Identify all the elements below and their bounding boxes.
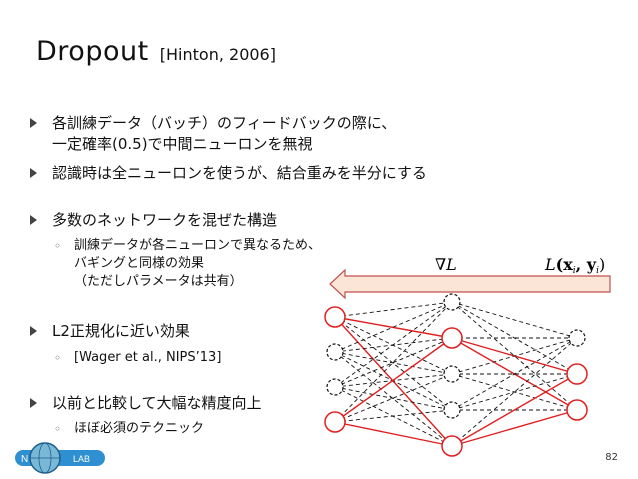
logo-lab-text: LAB — [73, 454, 90, 464]
connection-edge — [334, 421, 453, 447]
connection-edge — [334, 337, 453, 423]
bullet-line: L2正規化に近い効果 — [52, 322, 190, 340]
bullet-line: 各訓練データ（バッチ）のフィードバックの際に、 — [52, 114, 397, 132]
connection-edge — [334, 386, 453, 411]
connection-edge — [334, 337, 453, 388]
active-neuron — [566, 363, 588, 385]
sub-bullet-circle-icon: ◦ — [54, 422, 62, 436]
connection-edge — [334, 351, 453, 375]
connection-edge — [451, 301, 578, 375]
active-neuron — [441, 327, 463, 349]
connection-edge — [334, 301, 453, 318]
loss-label: L(xi, yi) — [544, 255, 605, 276]
dropped-neuron — [443, 401, 461, 419]
sub-bullet-circle-icon: ◦ — [54, 351, 62, 365]
dropped-neuron — [568, 329, 586, 347]
sub-bullet-line: （ただしパラメータは共有） — [74, 274, 243, 289]
sub-bullet-line: [Wager et al., NIPS’13] — [74, 350, 222, 365]
logo-letter-n: N — [21, 454, 28, 465]
connection-edge — [451, 337, 578, 411]
nlab-logo: N LAB — [15, 442, 105, 474]
connection-edge — [334, 386, 453, 447]
title-reference: [Hinton, 2006] — [159, 45, 276, 64]
bullet-arrow-icon — [30, 398, 37, 408]
connection-edge — [451, 373, 578, 447]
bullet-line: 一定確率(0.5)で中間ニューロンを無視 — [52, 135, 313, 153]
connection-edge — [334, 351, 453, 447]
dropped-neuron — [443, 293, 461, 311]
connection-edge — [451, 337, 578, 375]
connection-edge — [334, 301, 453, 353]
bullet-arrow-icon — [30, 118, 37, 128]
connection-edge — [334, 409, 453, 423]
bullet-line: 多数のネットワークを混ぜた構造 — [52, 211, 278, 229]
dropped-neuron — [326, 343, 344, 361]
connection-edge — [451, 409, 578, 447]
sub-bullet-circle-icon: ◦ — [54, 239, 62, 253]
dropped-neuron — [326, 378, 344, 396]
connection-edge — [334, 316, 453, 411]
title-main: Dropout — [36, 36, 149, 67]
active-neuron — [566, 399, 588, 421]
connection-edge — [334, 316, 453, 339]
connection-edge — [334, 351, 453, 411]
connection-edge — [451, 373, 578, 411]
bullet-arrow-icon — [30, 326, 37, 336]
sub-bullet-line: ほぼ必須のテクニック — [74, 421, 205, 436]
dropped-neuron — [443, 365, 461, 383]
bullet-arrow-icon — [30, 168, 37, 178]
connection-edge — [334, 301, 453, 388]
connection-edge — [451, 301, 578, 339]
slide-title: Dropout [Hinton, 2006] — [36, 36, 276, 67]
active-neuron — [441, 435, 463, 457]
active-neuron — [324, 306, 346, 328]
backprop-arrow — [329, 268, 611, 300]
active-neuron — [324, 411, 346, 433]
gradient-label: ∇L — [435, 255, 457, 274]
dropout-network-diagram: ∇L L(xi, yi) — [324, 255, 611, 457]
bullet-line: 以前と比較して大幅な精度向上 — [52, 394, 262, 412]
connection-edge — [334, 373, 453, 423]
sub-bullet-line: バギングと同様の効果 — [74, 256, 205, 271]
connection-edge — [334, 316, 453, 375]
bullet-line: 認識時は全ニューロンを使うが、結合重みを半分にする — [52, 164, 427, 182]
sub-bullet-line: 訓練データが各ニューロンで異なるため、 — [74, 238, 322, 253]
bullet-arrow-icon — [30, 215, 37, 225]
page-number: 82 — [605, 452, 618, 463]
